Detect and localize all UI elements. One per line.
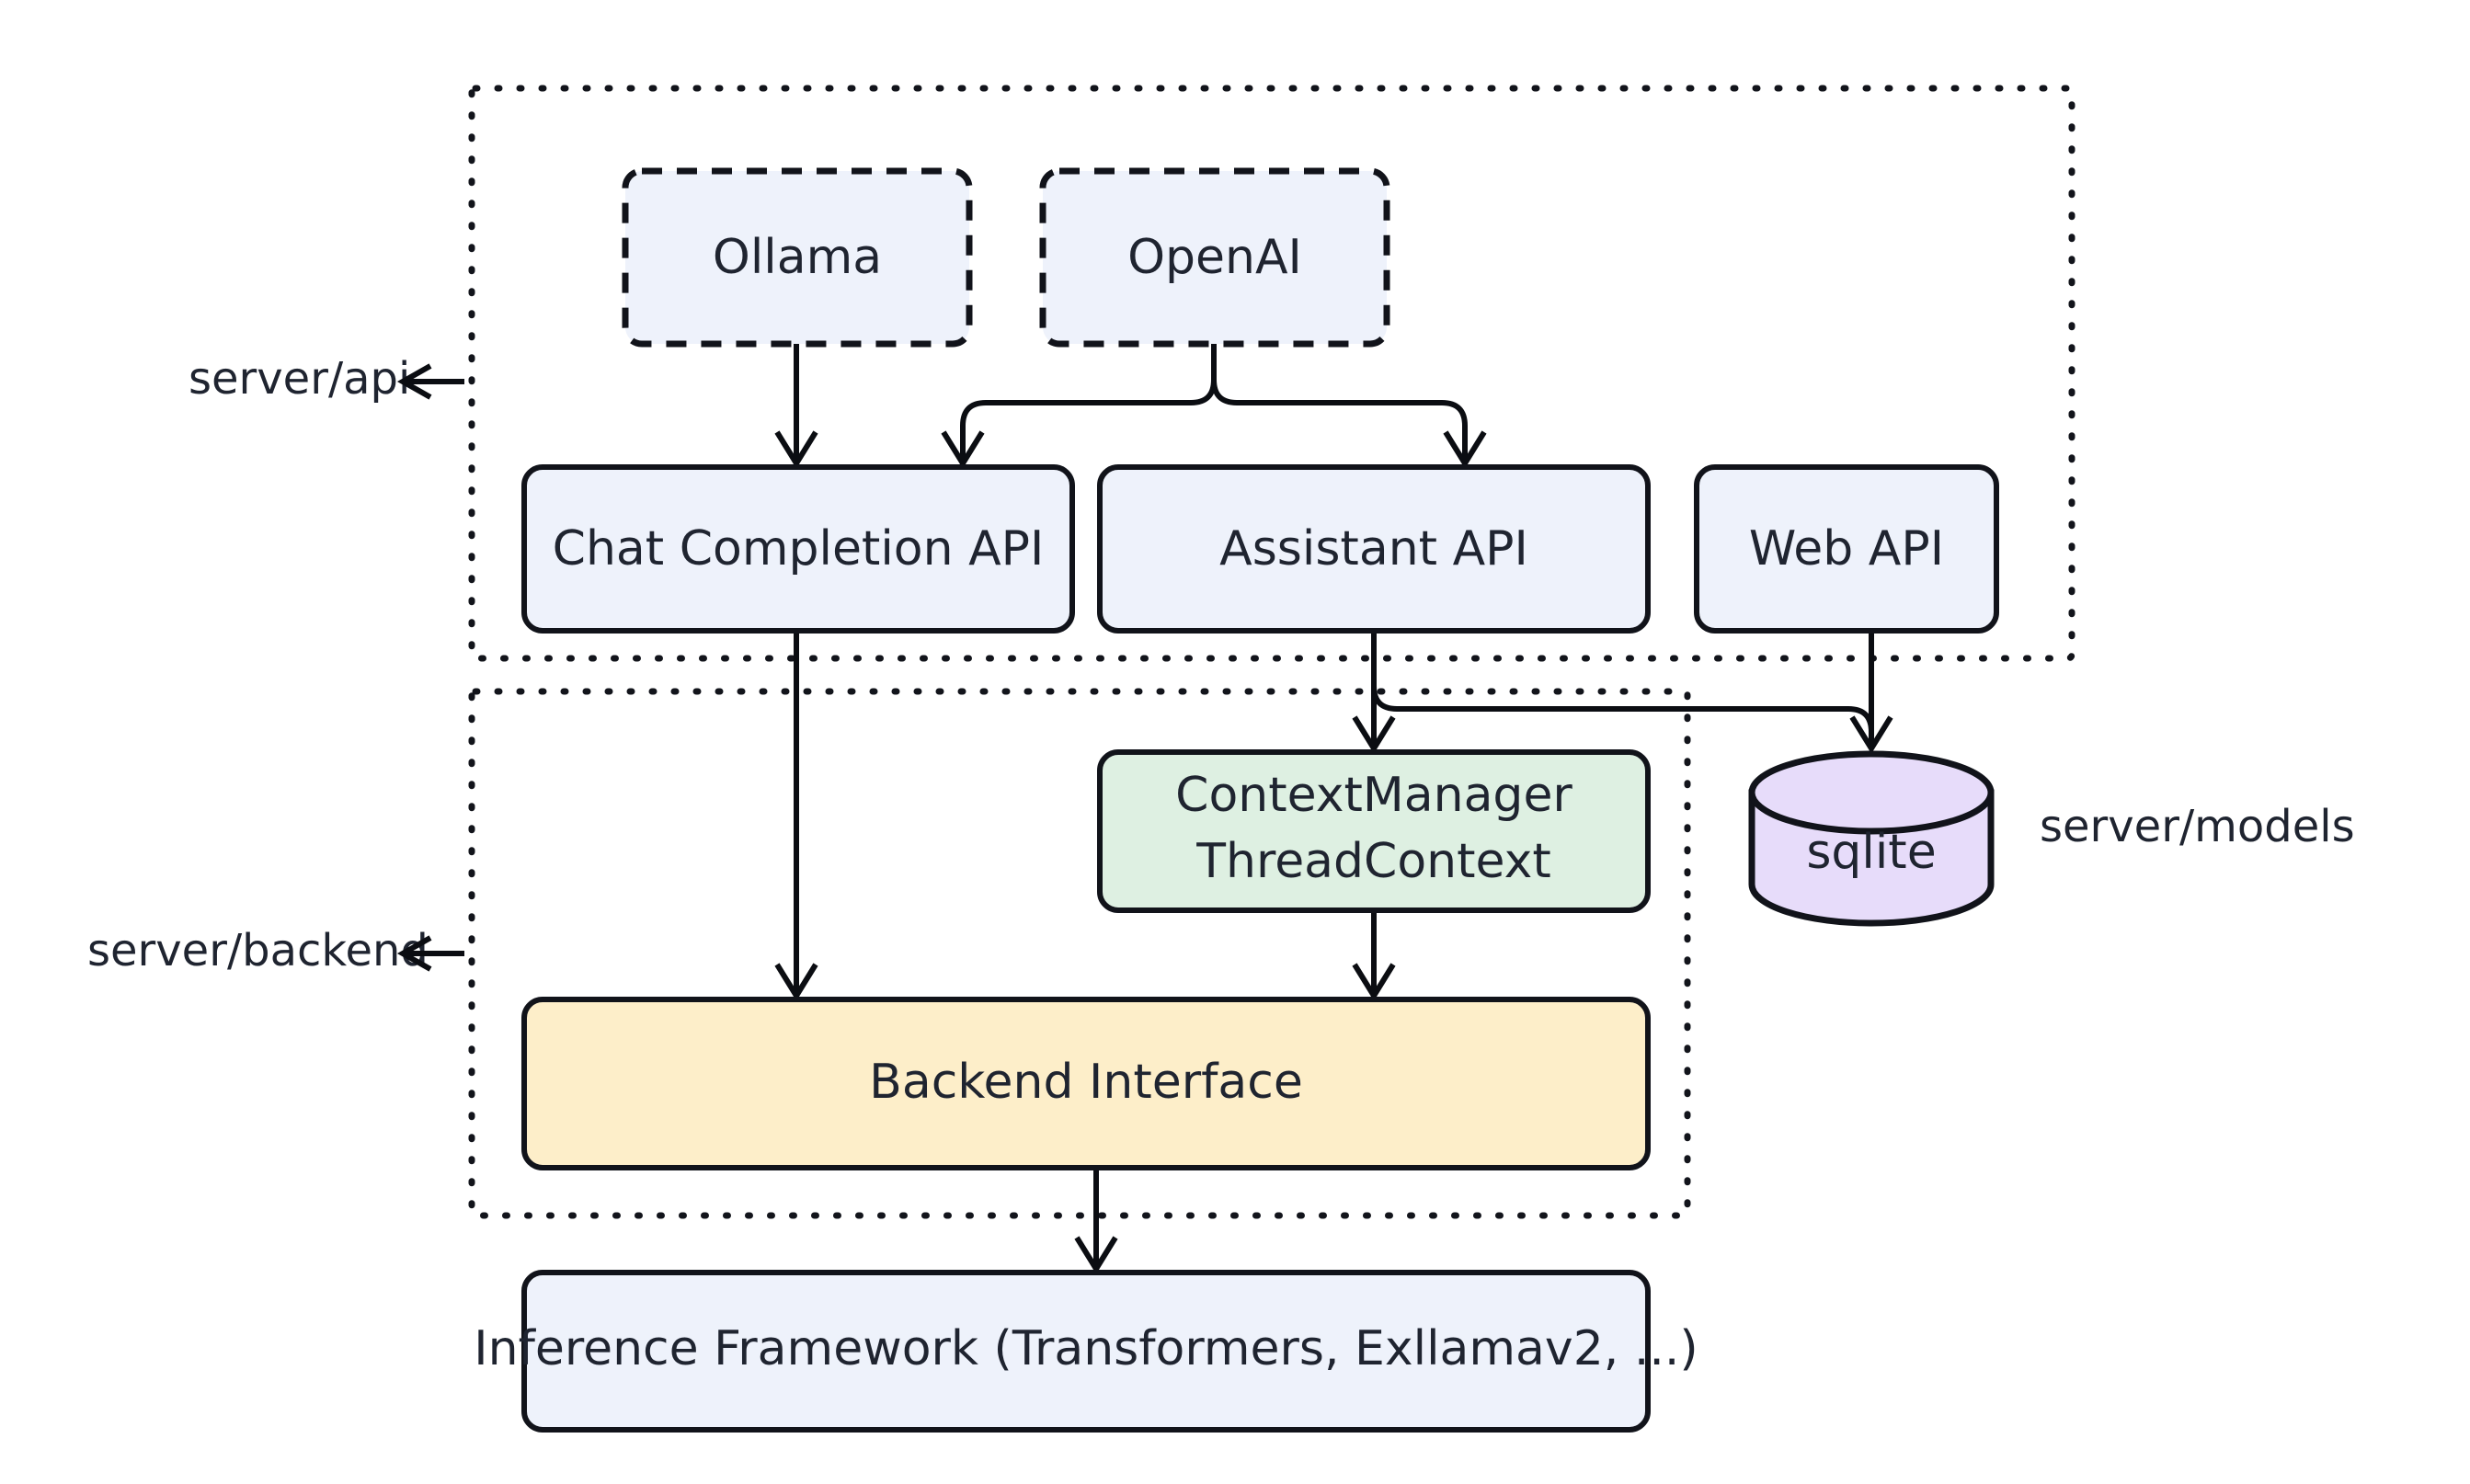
- group-container-server-backend: [468, 688, 1691, 1219]
- group-arrow-server-backend: [396, 935, 464, 972]
- node-assistant-api[interactable]: Assistant API: [1097, 464, 1651, 634]
- edge-context-manager-to-backend-interface: [1352, 910, 1396, 1001]
- edge-chat-completion-api-to-backend-interface: [774, 631, 818, 1001]
- group-label-server-backend: server/backend: [87, 925, 429, 976]
- node-web-api[interactable]: Web API: [1694, 464, 1999, 634]
- node-context-manager-thread-context[interactable]: ContextManager ThreadContext: [1097, 749, 1651, 913]
- node-sqlite[interactable]: sqlite: [1748, 750, 1995, 927]
- svg-text:sqlite: sqlite: [1806, 825, 1936, 880]
- svg-text:Backend Interface: Backend Interface: [869, 1055, 1303, 1110]
- group-arrow-server-api: [396, 363, 464, 400]
- edge-assistant-api-to-sqlite: [1371, 631, 1893, 754]
- node-backend-interface[interactable]: Backend Interface: [521, 997, 1651, 1170]
- svg-text:Web API: Web API: [1749, 521, 1944, 576]
- node-inference-framework[interactable]: Inference Framework (Transformers, Exlla…: [474, 1270, 1698, 1433]
- group-container-server-api: [468, 85, 2075, 662]
- node-openai[interactable]: OpenAI: [1039, 167, 1390, 348]
- edge-openai-fork: [941, 344, 1487, 469]
- group-label-server-api: server/api: [189, 353, 410, 405]
- svg-text:ThreadContext: ThreadContext: [1195, 834, 1551, 889]
- node-chat-completion-api[interactable]: Chat Completion API: [521, 464, 1075, 634]
- svg-text:Ollama: Ollama: [713, 230, 882, 285]
- group-label-server-models: server/models: [2040, 801, 2355, 852]
- svg-text:OpenAI: OpenAI: [1127, 230, 1302, 285]
- svg-text:Chat Completion API: Chat Completion API: [553, 521, 1045, 576]
- edge-backend-interface-to-inference-framework: [1074, 1168, 1118, 1274]
- edge-ollama-to-chat-completion-api: [774, 344, 818, 469]
- svg-text:Inference Framework (Transform: Inference Framework (Transformers, Exlla…: [474, 1321, 1698, 1376]
- svg-text:Assistant API: Assistant API: [1219, 521, 1528, 576]
- svg-text:ContextManager: ContextManager: [1175, 768, 1572, 823]
- node-ollama[interactable]: Ollama: [622, 167, 973, 348]
